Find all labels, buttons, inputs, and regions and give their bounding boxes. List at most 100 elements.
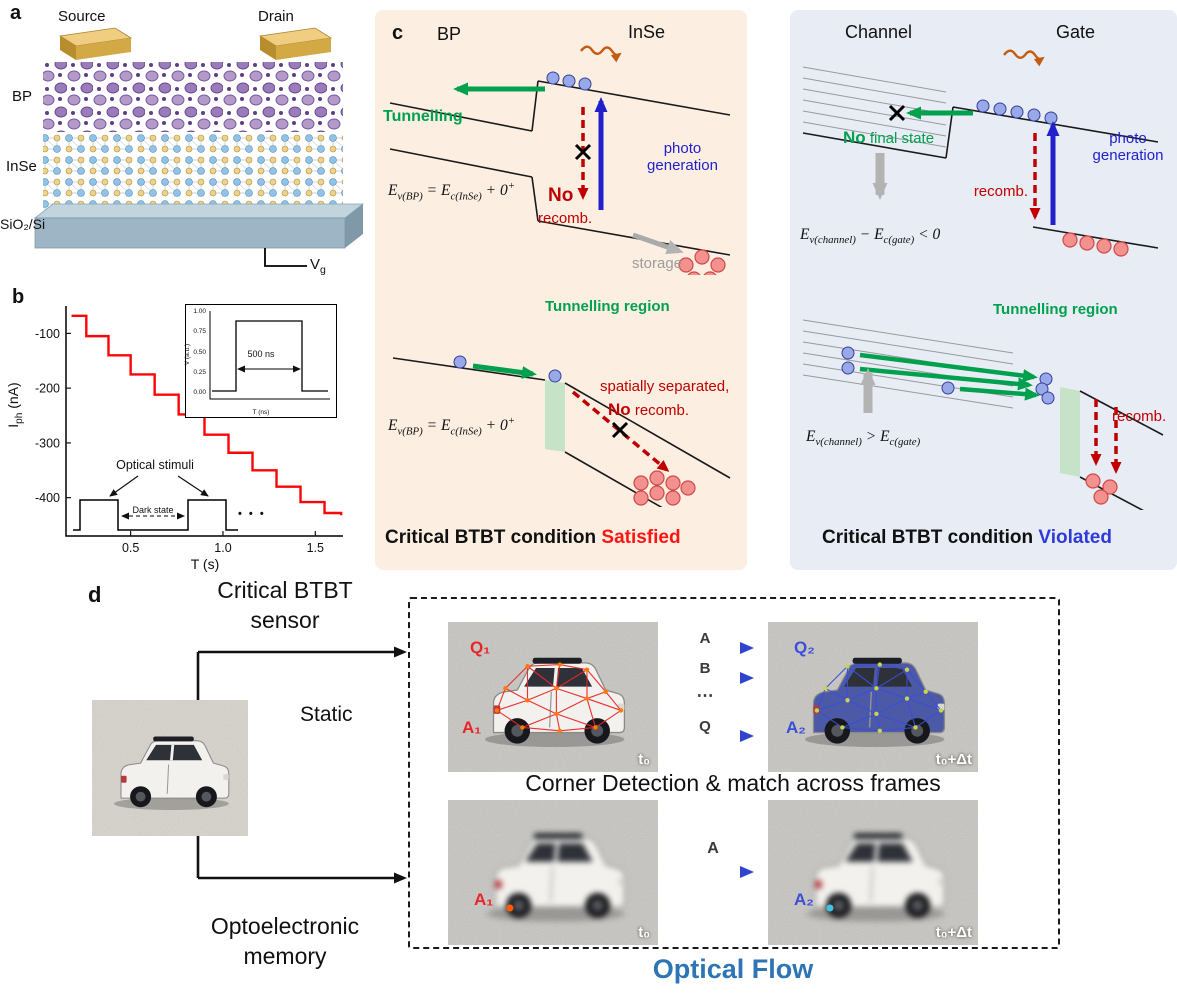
no-transition-cross [611, 421, 629, 439]
corner-q1-label: Q₁ [470, 638, 491, 657]
bp-layer-label: BP [12, 88, 33, 105]
corner-a2-label: A₂ [794, 890, 814, 909]
holes [1062, 232, 1129, 257]
storage-label: storage [632, 255, 683, 272]
no-final-state-label: No final state [843, 128, 935, 147]
tunnelling-arrow [472, 363, 537, 379]
holes [633, 470, 696, 506]
timestamp-t0dt: t₀+Δt [935, 751, 972, 768]
spatially-separated-label: spatially separated, [600, 378, 730, 395]
optical-stimuli-annotation: Optical stimuli [116, 458, 194, 472]
equation-channel-top: Ev(channel) − Ec(gate) < 0 [800, 226, 941, 247]
photon-squiggle-icon [1003, 49, 1045, 67]
corner-a2-label: A₂ [786, 718, 806, 737]
match-label-b: B [699, 660, 711, 677]
svg-text:-200: -200 [35, 382, 60, 396]
inse-layer-label: InSe [6, 158, 37, 175]
recombination-arrows [1090, 399, 1122, 474]
video-frame-corners-t1: Q₂ A₂ t₀+Δt [768, 622, 978, 772]
band-diagram-channel-gate-bottom [802, 319, 1164, 510]
drain-label: Drain [258, 8, 294, 25]
flow-arrow [668, 866, 754, 878]
tracked-point-a2 [826, 904, 834, 912]
video-frame-corners-t0: Q₁ A₁ t₀ [448, 622, 658, 772]
recomb-label-bottom: recomb. [1112, 408, 1167, 425]
no-transition-cross [574, 143, 592, 161]
corner-a1-label: A₁ [462, 718, 482, 737]
tunnelling-region-shade [545, 380, 565, 452]
tunnelling-arrows [859, 352, 1040, 401]
match-arrows [660, 642, 754, 742]
branch-top-label: Critical BTBT sensor [190, 576, 380, 636]
inset-pulse-plot [209, 311, 330, 400]
branch-top-line1: Critical BTBT [217, 577, 353, 603]
inset-ylabel: V (a.u.) [184, 343, 192, 366]
band-diagram-bp-inse-top [389, 45, 731, 275]
equation-channel-bottom: Ev(channel) > Ec(gate) [806, 428, 921, 449]
source-label: Source [58, 8, 106, 25]
svg-text:-400: -400 [35, 491, 60, 505]
flow-label-a: A [707, 840, 719, 857]
caption-satisfied: Critical BTBT condition Satisfied [385, 527, 681, 548]
tunnelling-label: Tunnelling [383, 108, 463, 125]
device-schematic [33, 27, 365, 267]
source-contact [58, 27, 133, 60]
recomb-label: recomb. [538, 210, 593, 227]
panel-a-label: a [10, 2, 22, 24]
channel-state-hatching [802, 319, 1014, 409]
caption-violated: Critical BTBT condition Violated [822, 527, 1112, 548]
inset-xlabel: T (ns) [252, 409, 270, 416]
tunnelling-region-shade [1060, 387, 1080, 477]
storage-arrow [632, 232, 684, 255]
bp-layer [43, 62, 343, 132]
gate-voltage-label: Vg [310, 256, 326, 276]
tunnelling-region-label: Tunnelling region [993, 301, 1118, 318]
blocked-recombination-arrow [571, 390, 670, 472]
static-label: Static [300, 703, 353, 726]
video-frame-blur-t0: A₁ t₀ [448, 800, 658, 945]
panel-c-label: c [392, 22, 404, 44]
no-transition-cross [888, 104, 906, 122]
dark-state-annotation: Dark state [132, 505, 174, 515]
inse-header: InSe [628, 22, 666, 42]
equation-bp-top: Ev(BP) = Ec(InSe) + 0+ [388, 180, 516, 203]
x-axis-label: T (s) [190, 556, 220, 572]
processing-box [408, 597, 1060, 949]
electrons [976, 99, 1058, 125]
plot-axes [65, 306, 343, 537]
band-diagram-bp-inse-bottom [392, 355, 731, 507]
timestamp-t0dt: t₀+Δt [935, 924, 972, 941]
inset-width-label: 500 ns [247, 349, 275, 359]
substrate-label: SiO₂/Si [0, 216, 46, 232]
svg-text:1.0: 1.0 [214, 541, 231, 555]
svg-text:0.5: 0.5 [122, 541, 139, 555]
tunnelling-region-label: Tunnelling region [545, 298, 670, 315]
channel-state-hatching [802, 66, 947, 148]
y-axis-label: Iph (nA) [5, 382, 25, 428]
video-frame-blur-t1: A₂ t₀+Δt [768, 800, 978, 945]
bp-header: BP [437, 24, 462, 44]
no-label: No [548, 185, 574, 206]
static-car-photo [92, 700, 248, 836]
branch-bottom-label: Optoelectronic memory [185, 912, 385, 972]
optical-flow-title: Optical Flow [652, 954, 814, 984]
gate-header: Gate [1056, 22, 1096, 42]
holes [1085, 473, 1118, 505]
panel-b-label: b [12, 286, 25, 308]
channel-header: Channel [845, 22, 913, 42]
stimulus-waveform [73, 475, 238, 531]
tracked-point-a1 [506, 904, 514, 912]
no-recomb-label: No recomb. [608, 400, 690, 419]
photon-squiggle-icon [580, 45, 622, 63]
electrons [453, 355, 562, 383]
branch-bottom-line2: memory [243, 942, 327, 969]
branch-top-line2: sensor [250, 606, 320, 633]
match-label-ellipsis: ⋯ [696, 686, 714, 705]
band-diagram-channel-gate-top [802, 49, 1159, 257]
gate-wire [264, 248, 307, 267]
